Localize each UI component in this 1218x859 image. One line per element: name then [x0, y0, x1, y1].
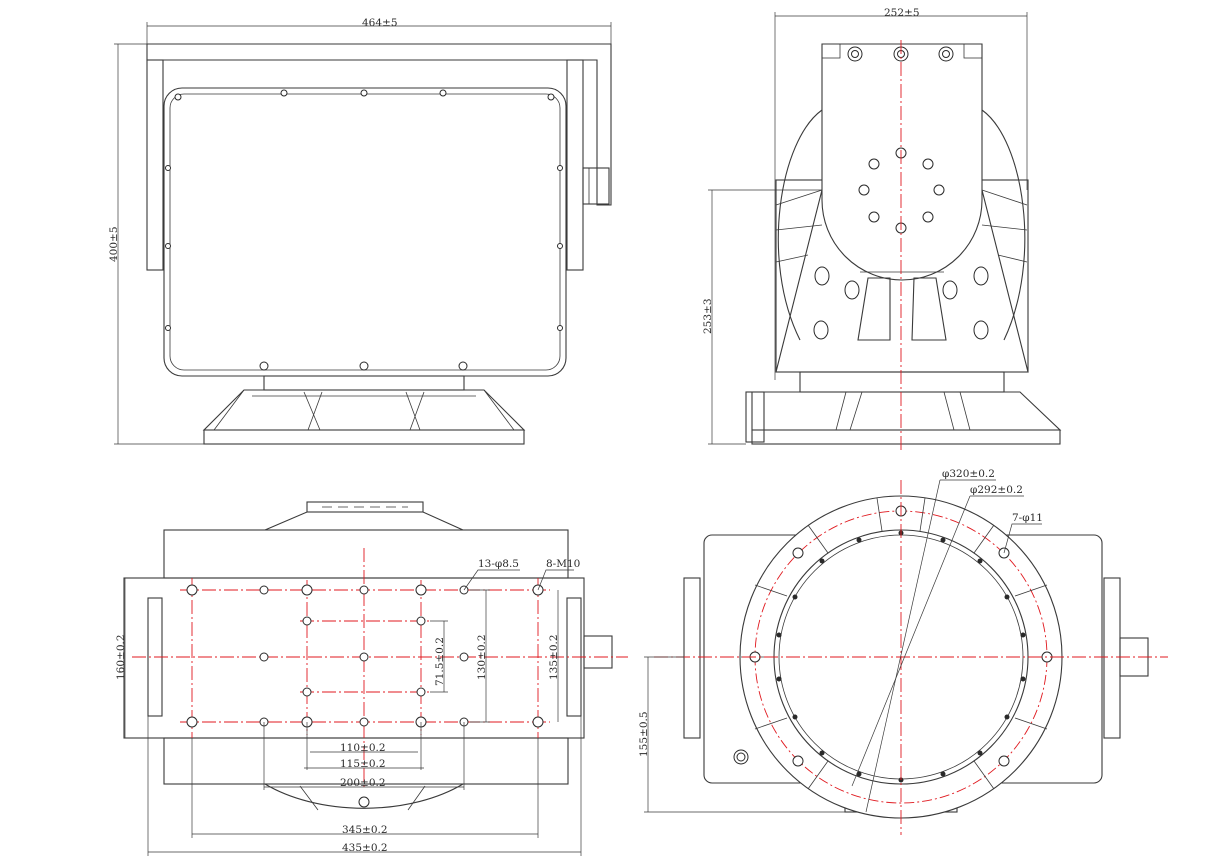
bottom-view: 13-φ8.5 8-M10 160±0.2 71.5±0.2 130±0.2 1… — [115, 501, 628, 856]
side-view: 252±5 253±3 — [702, 7, 1062, 450]
bottom-holes — [186, 584, 544, 728]
dim-130: 130±0.2 — [476, 634, 488, 680]
dim-110: 110±0.2 — [340, 742, 386, 754]
front-width-dim: 464±5 — [362, 17, 398, 29]
dim-71-5: 71.5±0.2 — [434, 637, 446, 686]
dia-320: φ320±0.2 — [942, 468, 995, 480]
side-width-dim: 252±5 — [884, 7, 920, 19]
flange-height-dim: 155±0.5 — [638, 711, 650, 757]
dim-135: 135±0.2 — [548, 634, 560, 680]
front-height-dim: 400±5 — [108, 226, 120, 262]
side-holes — [813, 46, 989, 340]
flange-holes — [749, 505, 1053, 783]
dim-345: 345±0.2 — [342, 824, 388, 836]
flange-holes-spec: 7-φ11 — [1012, 512, 1043, 524]
flange-view: φ320±0.2 φ292±0.2 7-φ11 155±0.5 — [638, 468, 1168, 835]
dim-435: 435±0.2 — [342, 842, 388, 854]
front-view: 464±5 400±5 — [108, 17, 612, 445]
front-screws — [165, 89, 563, 371]
dim-115: 115±0.2 — [340, 758, 386, 770]
hole-spec-2: 8-M10 — [546, 558, 580, 570]
hole-spec-1: 13-φ8.5 — [478, 558, 519, 570]
dia-292: φ292±0.2 — [970, 484, 1023, 496]
side-height-dim: 253±3 — [702, 298, 714, 334]
dim-160: 160±0.2 — [115, 634, 127, 680]
dim-200: 200±0.2 — [340, 777, 386, 789]
